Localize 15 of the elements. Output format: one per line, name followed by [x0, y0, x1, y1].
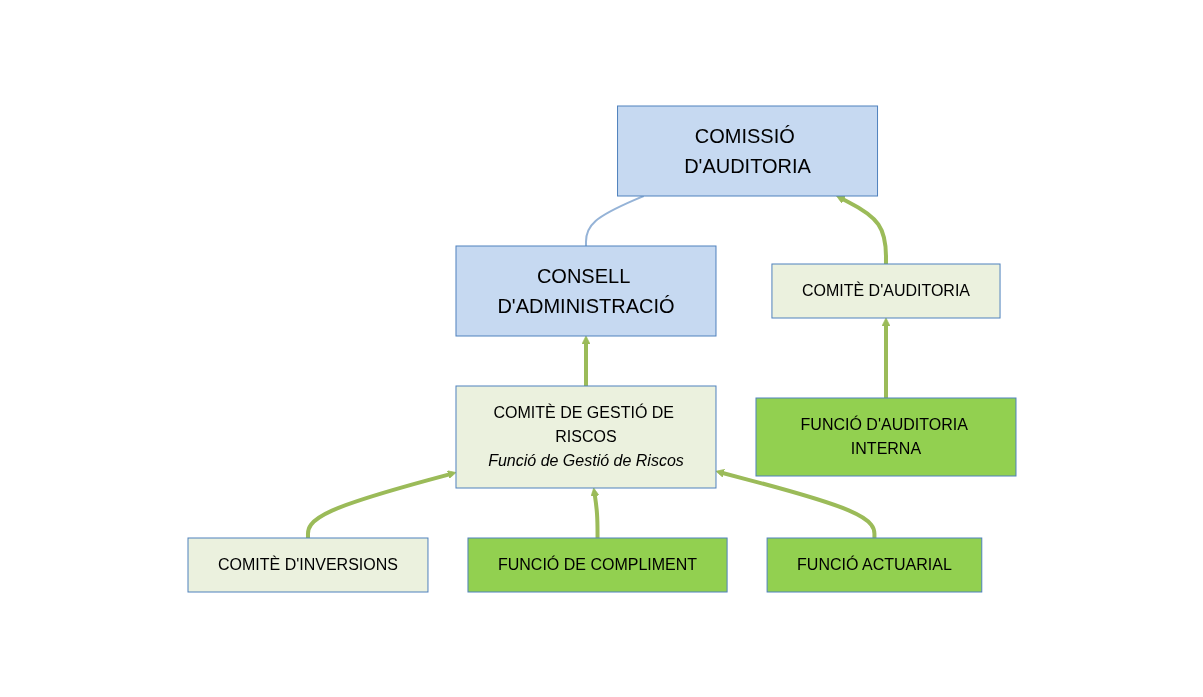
- node-box: FUNCIÓ DE COMPLIMENT: [466, 537, 728, 592]
- connector: [584, 194, 645, 247]
- node-box: COMITÈ DE GESTIÓ DE RISCOS Funció de Gestió de Riscos: [455, 385, 716, 488]
- arrow: [305, 469, 456, 538]
- arrow: [581, 335, 590, 386]
- node-box: CONSELL D'ADMINISTRACIÓ: [455, 245, 716, 336]
- node-box: COMITÈ D'INVERSIONS: [187, 537, 428, 592]
- node-box: FUNCIÓ ACTUARIAL: [766, 537, 982, 592]
- arrow: [881, 317, 890, 398]
- node-box: COMISSIÓ D'AUDITORIA: [616, 105, 878, 196]
- arrow: [715, 468, 876, 538]
- arrow: [835, 195, 888, 264]
- node-box: FUNCIÓ D'AUDITORIA INTERNA: [755, 397, 1016, 476]
- arrow: [590, 487, 600, 538]
- node-box: COMITÈ D'AUDITORIA: [770, 263, 1001, 318]
